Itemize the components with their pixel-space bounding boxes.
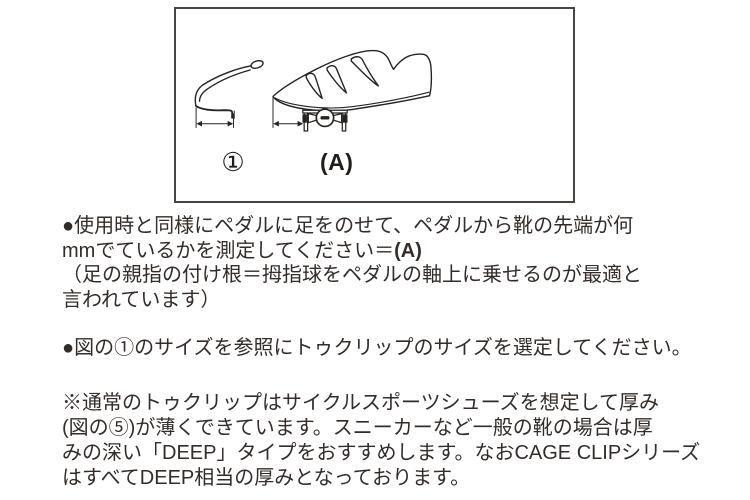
text-line: みの深い「DEEP」タイプをおすすめします。なおCAGE CLIPシリーズ [62, 442, 701, 464]
text-line-regular: mmでているかを測定してください＝ [62, 239, 395, 262]
text-line: mmでているかを測定してください＝(A) [62, 239, 642, 264]
pedal-drawing [302, 108, 348, 132]
width-arrow-shoe [272, 97, 304, 129]
text-line: はすべてDEEP相当の厚みとなっております。 [62, 467, 471, 489]
shoe-drawing [272, 49, 433, 112]
width-arrow-toeclip [195, 107, 234, 129]
diagram-label-a: (A) [320, 149, 354, 175]
measurement-diagram: ① (A) [174, 7, 575, 203]
text-line: ●使用時と同様にペダルに足をのせて、ペダルから靴の先端が何 [62, 215, 634, 237]
instruction-paragraph-size-select: ●図の①のサイズを参照にトゥクリップのサイズを選定してください。 [62, 336, 692, 361]
text-line: ※通常のトゥクリップはサイクルスポーツシューズを想定して厚み [62, 392, 659, 414]
text-line: （足の親指の付け根＝拇指球をペダルの軸上に乗せるのが最適と [62, 264, 642, 286]
text-line: 言われています） [62, 288, 221, 311]
diagram-drawing [194, 49, 433, 132]
toe-clip-drawing [194, 59, 264, 119]
text-line: (図の⑤)が薄くできています。スニーカーなど一般の靴の場合は厚 [62, 417, 653, 439]
text-line: ●図の①のサイズを参照にトゥクリップのサイズを選定してください。 [62, 337, 692, 359]
note-paragraph-deep-type: ※通常のトゥクリップはサイクルスポーツシューズを想定して厚み (図の⑤)が薄くで… [62, 391, 700, 491]
text-line-bold-a: (A) [394, 239, 422, 262]
diagram-label-1: ① [221, 147, 245, 177]
instruction-paragraph-measure: ●使用時と同様にペダルに足をのせて、ペダルから靴の先端が何 mmでているかを測定… [62, 214, 642, 312]
